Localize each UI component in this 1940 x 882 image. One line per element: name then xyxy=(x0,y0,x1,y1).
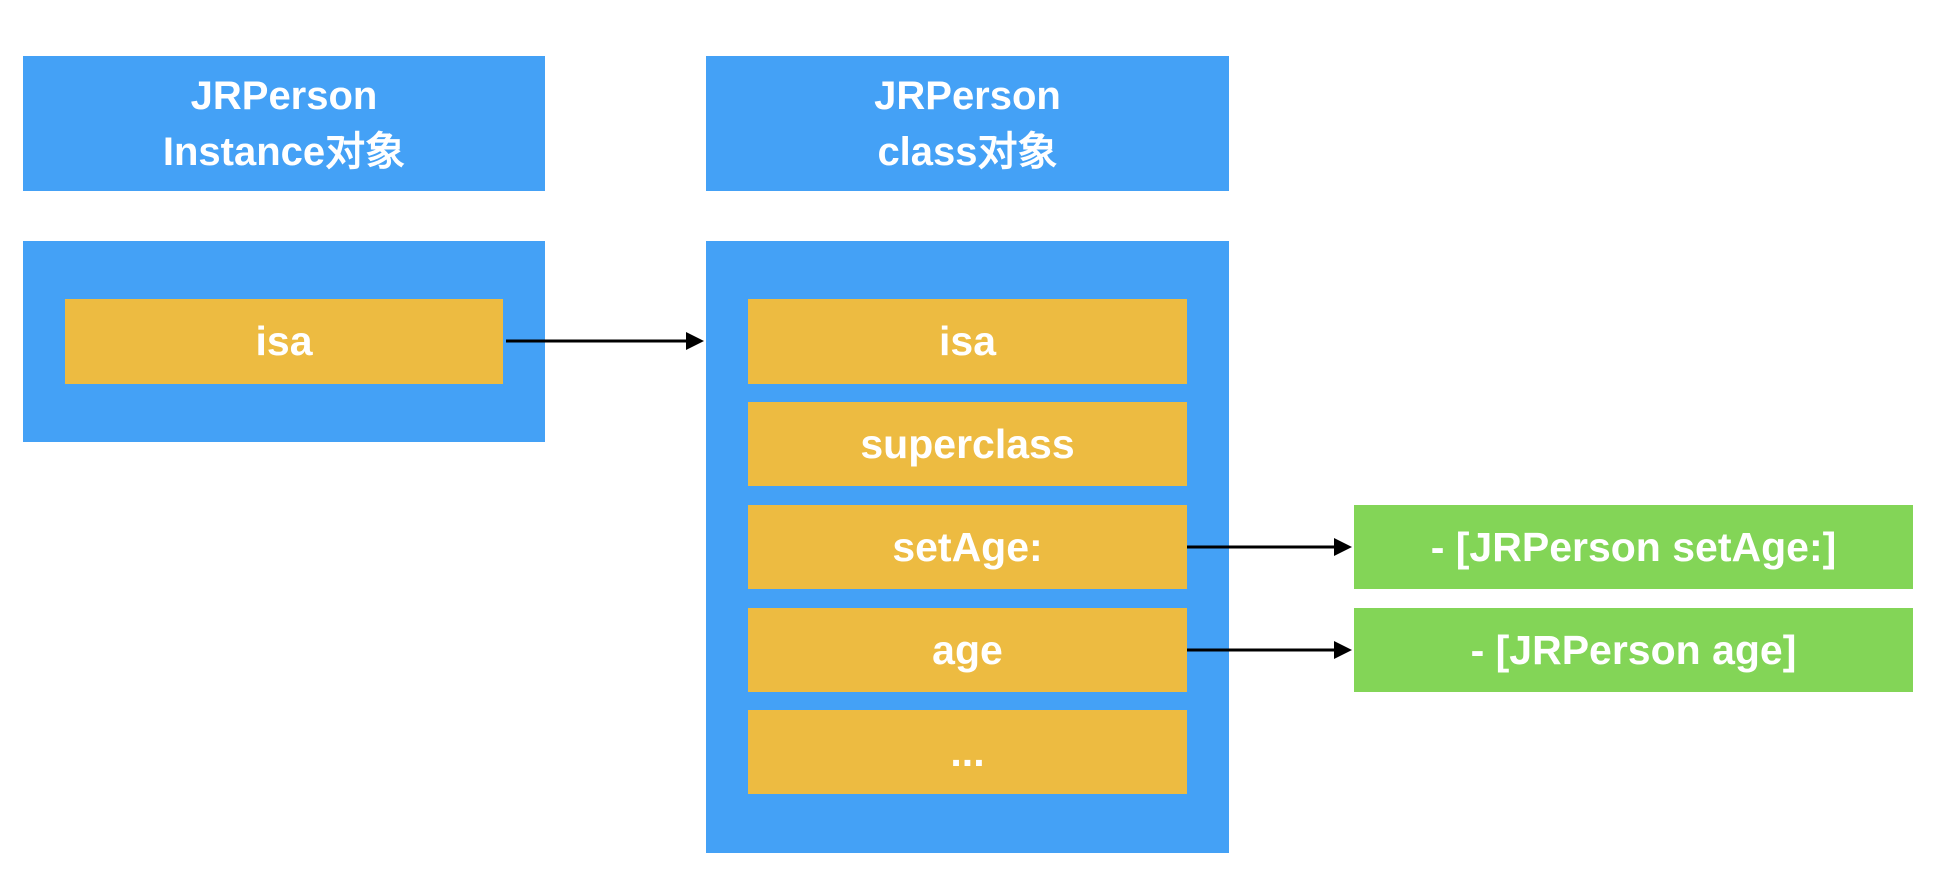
class-isa-label: isa xyxy=(939,318,996,364)
class-setage-slot: setAge: xyxy=(748,505,1187,589)
arrow-age-to-method-head xyxy=(1334,641,1352,659)
class-ellipsis-label: ... xyxy=(950,728,985,775)
arrow-isa-to-class-head xyxy=(686,332,704,350)
arrow-setage-to-method-head xyxy=(1334,538,1352,556)
class-age-slot: age xyxy=(748,608,1187,692)
class-title-line1: JRPerson xyxy=(874,73,1061,118)
class-isa-slot: isa xyxy=(748,299,1187,384)
class-title-line2: class对象 xyxy=(877,129,1058,174)
method-setage-box: - [JRPerson setAge:] xyxy=(1354,505,1913,589)
instance-isa-label: isa xyxy=(255,318,313,364)
instance-header: JRPerson Instance对象 xyxy=(23,56,545,191)
method-age-box: - [JRPerson age] xyxy=(1354,608,1913,692)
class-header: JRPerson class对象 xyxy=(706,56,1229,191)
method-setage-label: - [JRPerson setAge:] xyxy=(1430,523,1837,570)
class-age-label: age xyxy=(932,626,1003,673)
class-ellipsis-slot: ... xyxy=(748,710,1187,794)
instance-title-line1: JRPerson xyxy=(190,73,378,118)
instance-isa-slot: isa xyxy=(65,299,503,384)
class-superclass-slot: superclass xyxy=(748,402,1187,486)
class-setage-label: setAge: xyxy=(892,523,1043,570)
method-age-label: - [JRPerson age] xyxy=(1470,626,1797,673)
class-superclass-label: superclass xyxy=(860,420,1075,467)
instance-title-line2: Instance对象 xyxy=(162,129,406,174)
